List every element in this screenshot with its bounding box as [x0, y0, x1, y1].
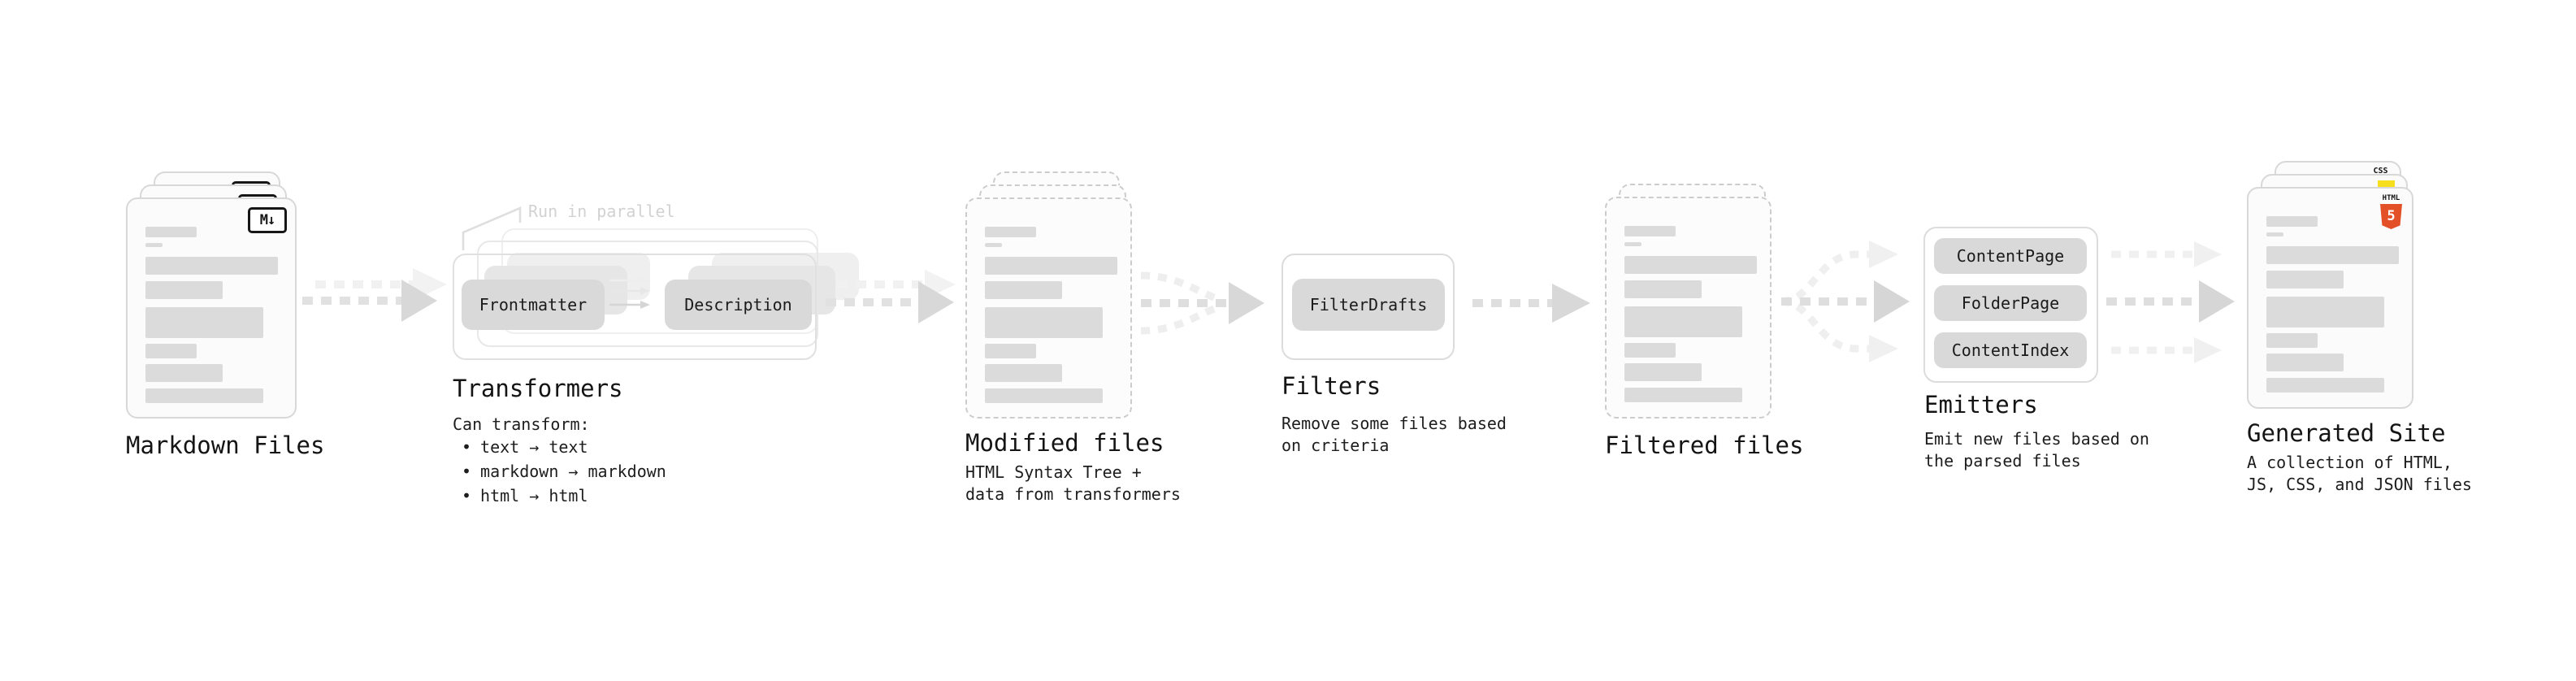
node-sub-generated-site: A collection of HTML, JS, CSS, and JSON …	[2247, 453, 2472, 494]
node-sub-emitters: Emit new files based on the parsed files	[1924, 429, 2149, 471]
node-sub-filters: Remove some files based on criteria	[1281, 414, 1507, 455]
html5-badge-text: HTML	[2382, 194, 2400, 202]
text-line-placeholders	[145, 227, 278, 403]
bullet-dot: •	[462, 486, 472, 505]
node-title-transformers: Transformers	[453, 375, 623, 402]
node-title-filtered-files: Filtered files	[1605, 432, 1804, 459]
text-line-placeholders	[2266, 216, 2399, 393]
file-card-front	[1605, 197, 1772, 419]
node-title-filters: Filters	[1281, 372, 1381, 400]
bullet-item: • markdown → markdown	[453, 462, 666, 481]
node-title-generated-site: Generated Site	[2247, 419, 2446, 447]
run-in-parallel-annotation: Run in parallel	[528, 202, 675, 221]
arrow-filters-to-filtered	[1472, 284, 1590, 323]
pill-contentpage: ContentPage	[1934, 238, 2087, 274]
pill-folderpage: FolderPage	[1934, 285, 2087, 321]
arrow-filtered-to-emitters	[1780, 241, 1910, 362]
file-card-front	[965, 197, 1132, 419]
node-title-emitters: Emitters	[1924, 391, 2038, 419]
bullet-item: • html → html	[453, 486, 666, 505]
arrow-markdown-to-transformers	[302, 268, 447, 322]
text-line-placeholders	[985, 227, 1117, 403]
bullet-dot: •	[462, 462, 472, 481]
pill-frontmatter: Frontmatter	[462, 280, 605, 330]
bullet-dot: •	[462, 437, 472, 457]
node-sub-modified-files: HTML Syntax Tree + data from transformer…	[965, 462, 1181, 504]
pill-description: Description	[665, 280, 812, 330]
html5-badge: HTML 5	[2380, 195, 2402, 229]
bullet-text: markdown → markdown	[480, 462, 666, 481]
file-card-front: HTML 5	[2247, 187, 2413, 409]
transformer-inner-arrows	[609, 276, 650, 309]
node-title-modified-files: Modified files	[965, 429, 1164, 457]
pill-filterdrafts: FilterDrafts	[1292, 279, 1445, 331]
transformer-container-front	[453, 254, 817, 360]
node-title-markdown-files: Markdown Files	[126, 432, 325, 459]
file-card-front: M↓	[126, 197, 297, 419]
node-sub-transformers: Can transform:	[453, 414, 590, 434]
arrow-modified-to-filters	[1140, 271, 1264, 335]
bullet-text: html → html	[480, 486, 588, 505]
bullet-list: • text → text • markdown → markdown • html …	[453, 437, 666, 505]
bullet-text: text → text	[480, 437, 588, 457]
text-line-placeholders	[1624, 226, 1757, 402]
markdown-icon: M↓	[248, 207, 287, 233]
html5-shield-icon: 5	[2380, 204, 2402, 229]
callout-line	[462, 206, 522, 250]
css-badge-text: CSS	[2373, 167, 2388, 176]
arrow-emitters-to-generated	[2106, 241, 2235, 363]
pill-contentindex: ContentIndex	[1934, 332, 2087, 368]
arrow-transformers-to-modified	[826, 270, 956, 323]
bullet-item: • text → text	[453, 437, 666, 457]
js-badge	[2378, 180, 2395, 189]
